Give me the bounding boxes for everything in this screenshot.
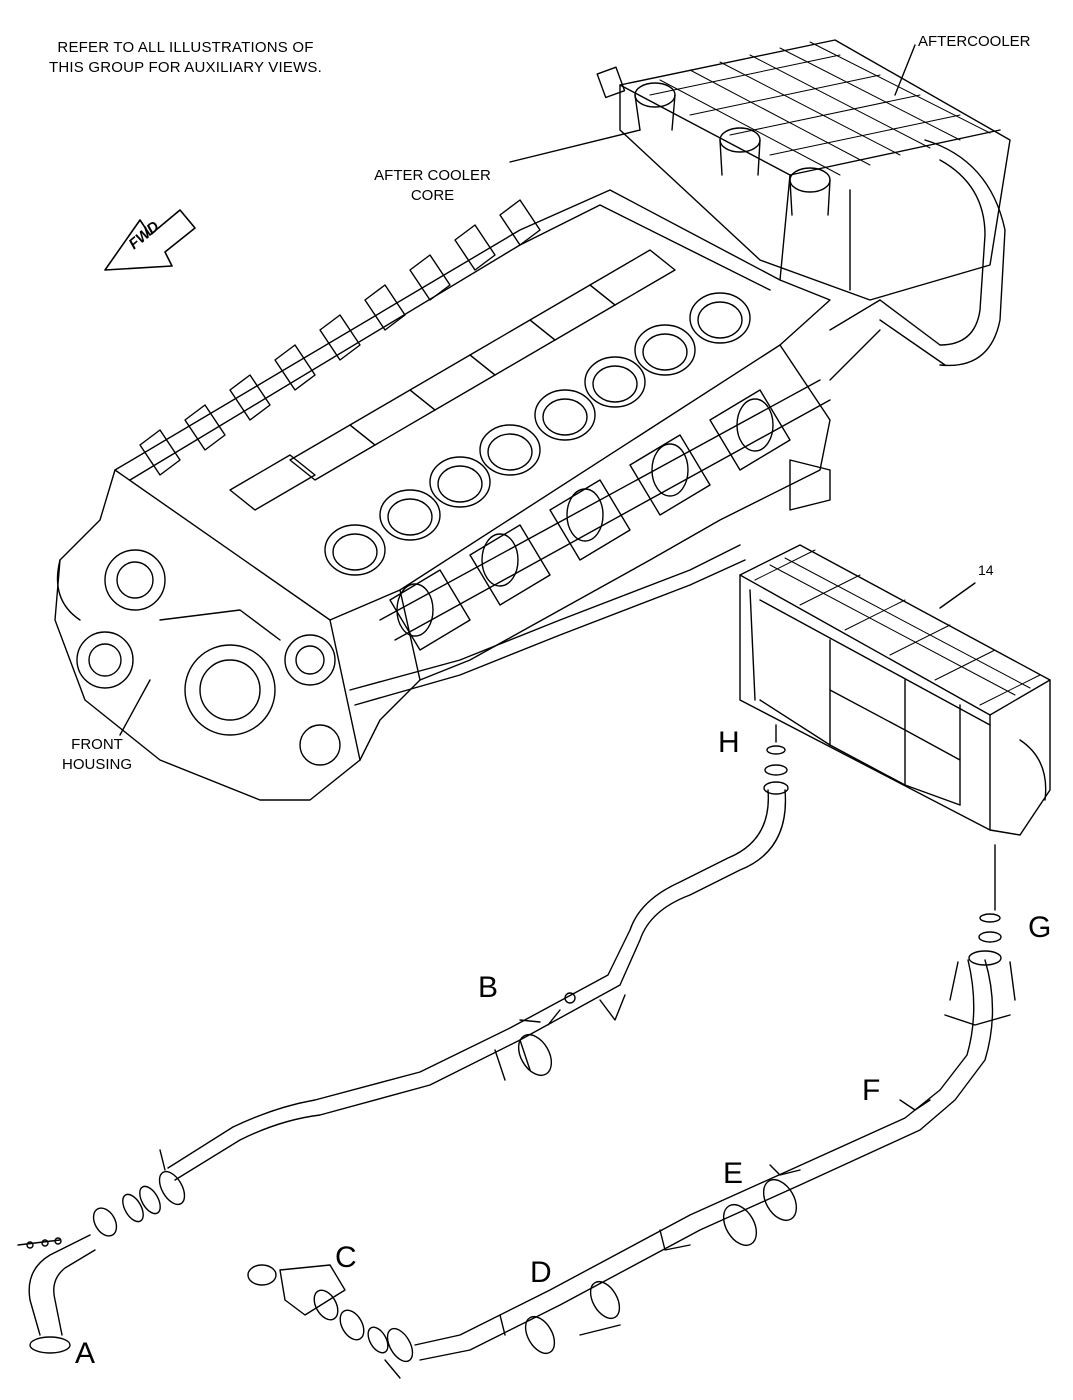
view-letter-a: A <box>75 1337 96 1370</box>
aftercooler-14 <box>739 544 1051 836</box>
manifold <box>379 379 831 651</box>
aftercooler-leader <box>894 44 916 96</box>
water-pipe <box>349 544 741 691</box>
view-letter-f: F <box>862 1074 881 1107</box>
aftercooler-mounted <box>596 39 1011 381</box>
view-letter-c: C <box>335 1241 357 1274</box>
after-cooler-core-label: AFTER COOLER CORE <box>360 166 505 206</box>
aftercooler-label: AFTERCOOLER <box>918 33 1031 50</box>
front-housing-label: FRONT HOUSING <box>52 735 142 775</box>
front-housing-line-1: FRONT <box>71 736 123 753</box>
general-note: REFER TO ALL ILLUSTRATIONS OF THIS GROUP… <box>28 38 343 78</box>
fwd-arrow <box>104 209 196 271</box>
rocker-covers <box>139 199 541 476</box>
elbow-a <box>17 1234 96 1354</box>
part-number-14: 14 <box>978 562 994 578</box>
front-housing-leader <box>119 679 151 736</box>
pipe-g-c <box>247 844 1016 1379</box>
core-leader <box>509 129 641 163</box>
front-housing-line-2: HOUSING <box>61 756 132 773</box>
cylinder-bores <box>324 292 751 576</box>
view-letter-d: D <box>530 1256 552 1289</box>
valve-pockets <box>229 249 676 511</box>
view-letter-e: E <box>723 1157 744 1190</box>
note-line-2: THIS GROUP FOR AUXILIARY VIEWS. <box>49 59 322 76</box>
core-label-line-1: AFTER COOLER <box>374 167 491 184</box>
note-line-1: REFER TO ALL ILLUSTRATIONS OF <box>57 39 314 56</box>
view-letter-b: B <box>478 971 499 1004</box>
pipe-b <box>92 724 789 1237</box>
view-letter-g: G <box>1028 911 1052 944</box>
core-label-line-2: CORE <box>410 187 455 204</box>
view-letter-h: H <box>718 726 740 759</box>
front-housing <box>56 549 341 766</box>
part-14-leader <box>939 582 976 609</box>
engine-block <box>54 189 831 801</box>
